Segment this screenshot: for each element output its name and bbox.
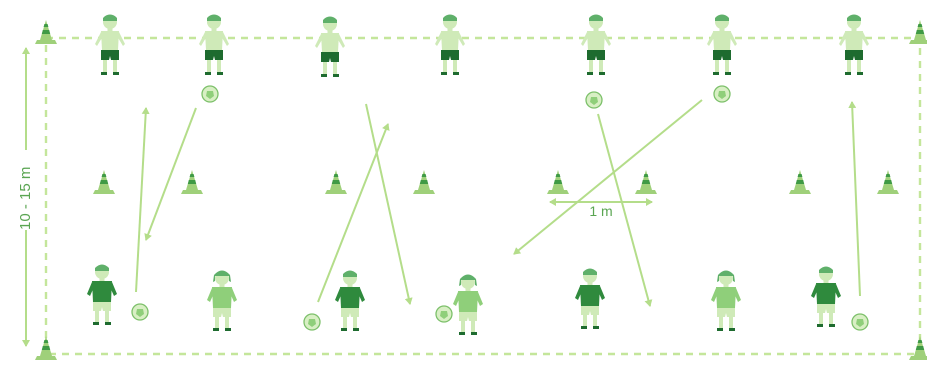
player-bottom-1 [87,265,117,326]
player-bottom-2 [207,271,237,332]
ball [714,86,730,102]
cone [93,170,115,194]
player-top-1 [95,15,125,76]
pass-arrow [514,100,702,254]
player-top-5 [581,15,611,76]
ball [852,314,868,330]
cone [877,170,899,194]
cone [413,170,435,194]
cone [547,170,569,194]
corner-cone-top-left [35,20,57,44]
player-top-7 [839,15,869,76]
pass-arrow [852,102,860,296]
player-top-2 [199,15,229,76]
player-bottom-3 [335,271,365,332]
corner-cone-bottom-left [35,336,57,360]
pass-arrow [136,108,146,292]
ball [202,86,218,102]
cone [789,170,811,194]
player-top-3 [315,17,345,78]
player-bottom-6 [711,271,741,332]
pass-arrow [366,104,410,304]
player-bottom-5 [575,269,605,330]
player-bottom-4 [453,275,483,336]
height-label: 10 - 15 m [17,167,34,230]
player-top-4 [435,15,465,76]
player-top-6 [707,15,737,76]
cone [181,170,203,194]
ball [304,314,320,330]
cone [635,170,657,194]
gap-label: 1 m [589,203,612,219]
ball [132,304,148,320]
player-bottom-7 [811,267,841,328]
corner-cone-top-right [909,20,927,44]
corner-cone-bottom-right [909,336,927,360]
field-boundary [46,38,920,354]
pass-arrow [146,108,196,240]
cone [325,170,347,194]
ball [436,306,452,322]
ball [586,92,602,108]
